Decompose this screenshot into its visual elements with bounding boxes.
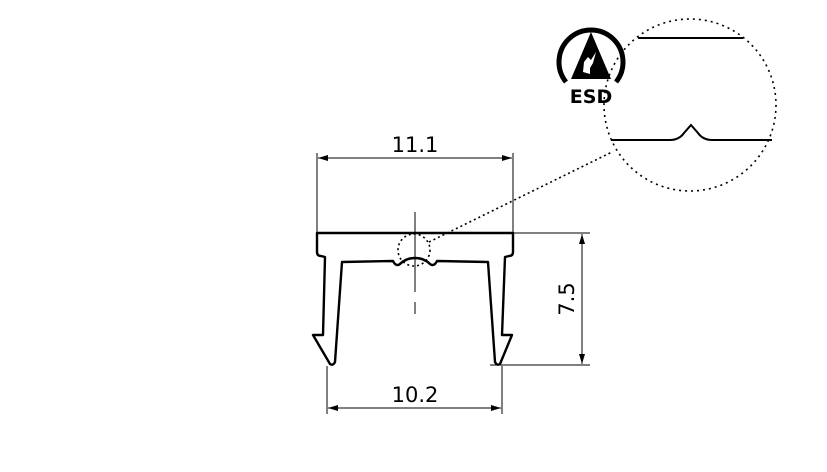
detail-marker-circle — [397, 233, 431, 267]
dimension-bottom-width-label: 10.2 — [392, 383, 439, 407]
detail-view — [603, 18, 777, 192]
esd-logo-text: ESD — [570, 86, 612, 108]
dimension-bottom-width — [326, 366, 503, 414]
dimension-height — [490, 232, 590, 366]
part-outline — [311, 231, 515, 366]
dimension-height-label: 7.5 — [555, 282, 579, 315]
dimension-top-width-label: 11.1 — [392, 133, 439, 157]
esd-logo: ESD — [556, 27, 626, 108]
dimension-top-width — [316, 153, 514, 233]
detail-leader-line — [428, 151, 613, 243]
